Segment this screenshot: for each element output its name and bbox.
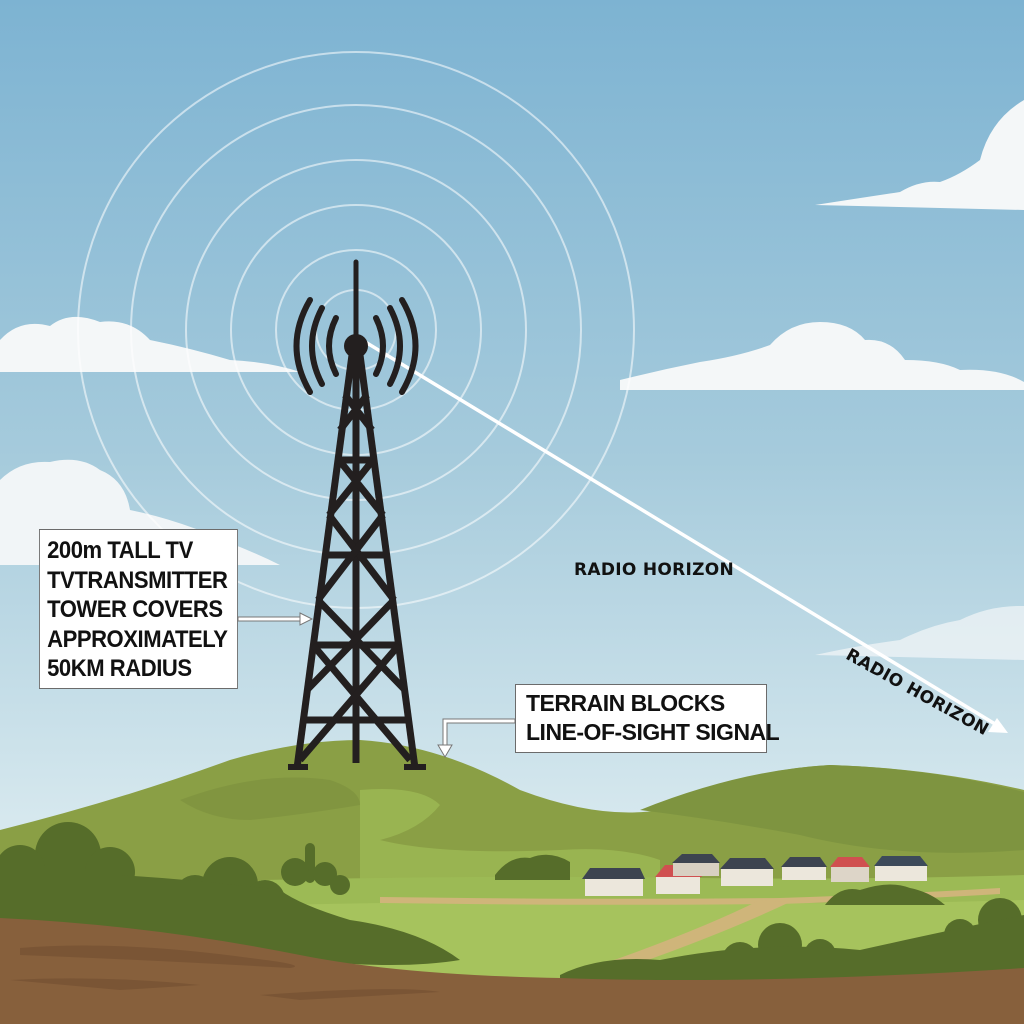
terrain-callout-label: TERRAIN BLOCKS LINE-OF-SIGHT SIGNAL <box>515 684 780 753</box>
signal-waves-icon <box>293 297 419 395</box>
house <box>781 857 827 880</box>
village <box>582 854 928 896</box>
house <box>830 857 870 882</box>
tower-label-line: 50KM RADIUS <box>47 655 192 682</box>
radio-horizon-arrow <box>361 338 1008 733</box>
terrain-label-line: TERRAIN BLOCKS <box>526 690 725 716</box>
house <box>672 854 720 876</box>
soil <box>0 918 1024 1024</box>
house <box>582 868 645 896</box>
callout-arrows <box>237 612 516 758</box>
tower-label-line: 200m TALL TV <box>47 537 193 564</box>
tower-label-line: APPROXIMATELY <box>47 625 228 653</box>
tower-label-line: TVTRANSMITTER <box>47 566 228 594</box>
radio-horizon-label: RADIO HORIZON <box>574 560 735 580</box>
house <box>720 858 774 886</box>
tower <box>288 259 426 770</box>
terrain-label-line: LINE-OF-SIGHT SIGNAL <box>526 719 780 745</box>
tower-label-line: TOWER COVERS <box>47 596 223 623</box>
house <box>874 856 928 881</box>
tower-callout-label: 200m TALL TV TVTRANSMITTER TOWER COVERS … <box>39 529 238 689</box>
